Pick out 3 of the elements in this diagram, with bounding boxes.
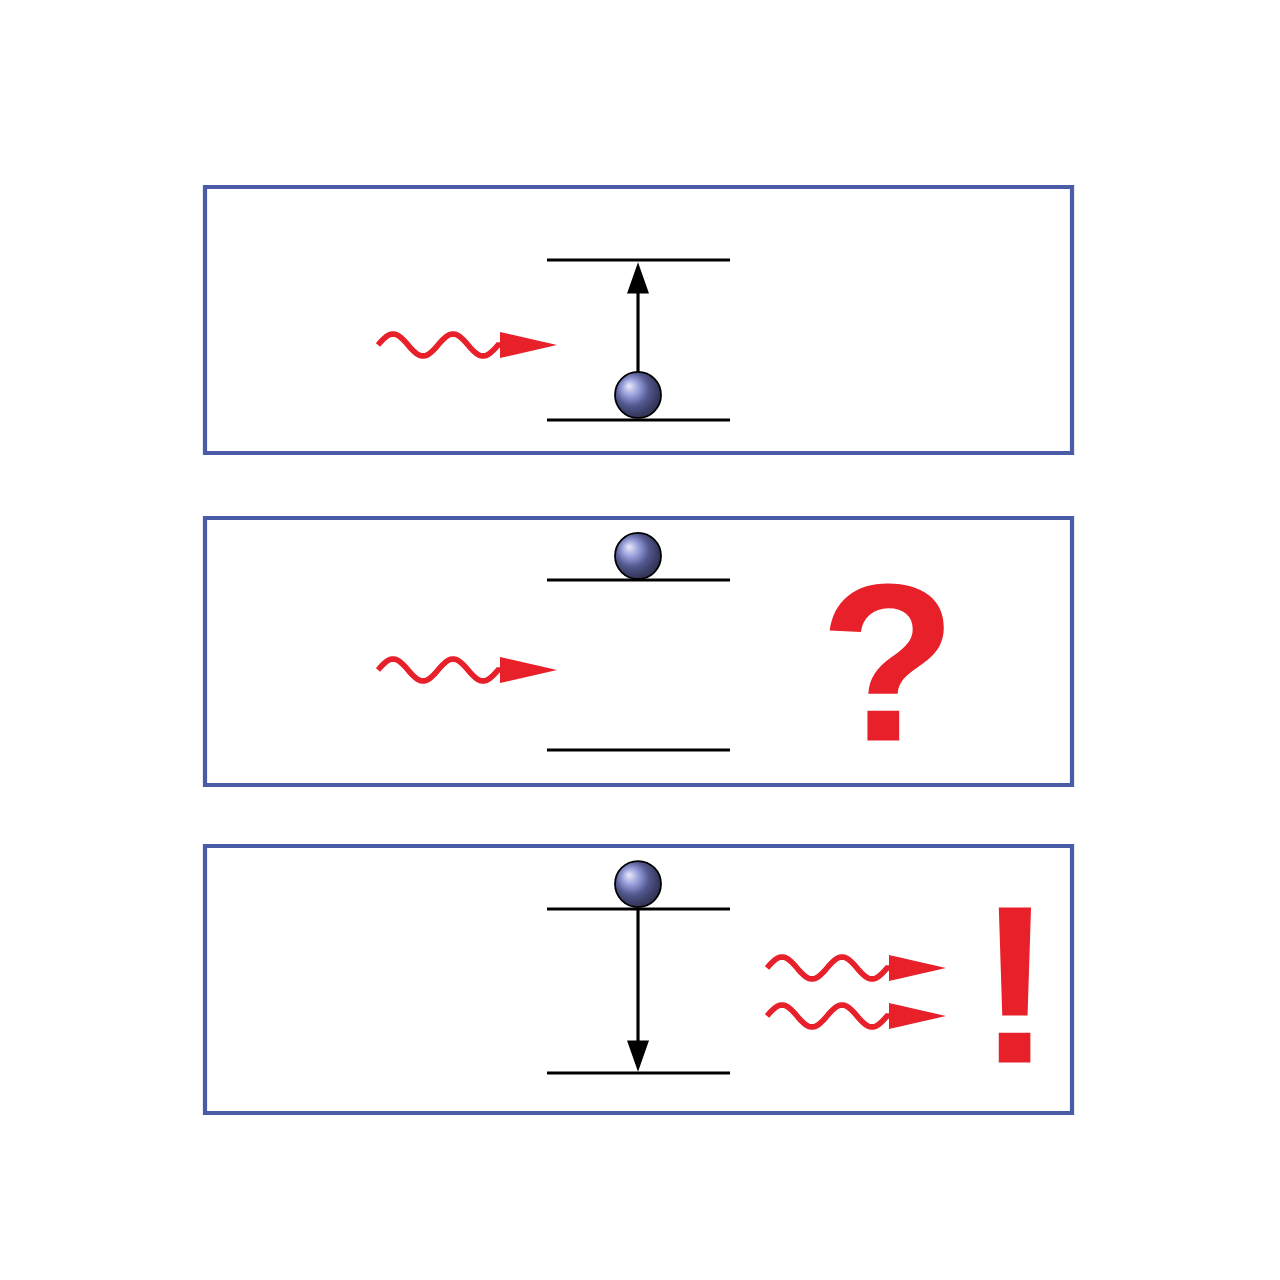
symbol-text: !	[998, 907, 1032, 1063]
symbol-text: ?	[829, 583, 944, 741]
panel-box	[202, 184, 1075, 456]
